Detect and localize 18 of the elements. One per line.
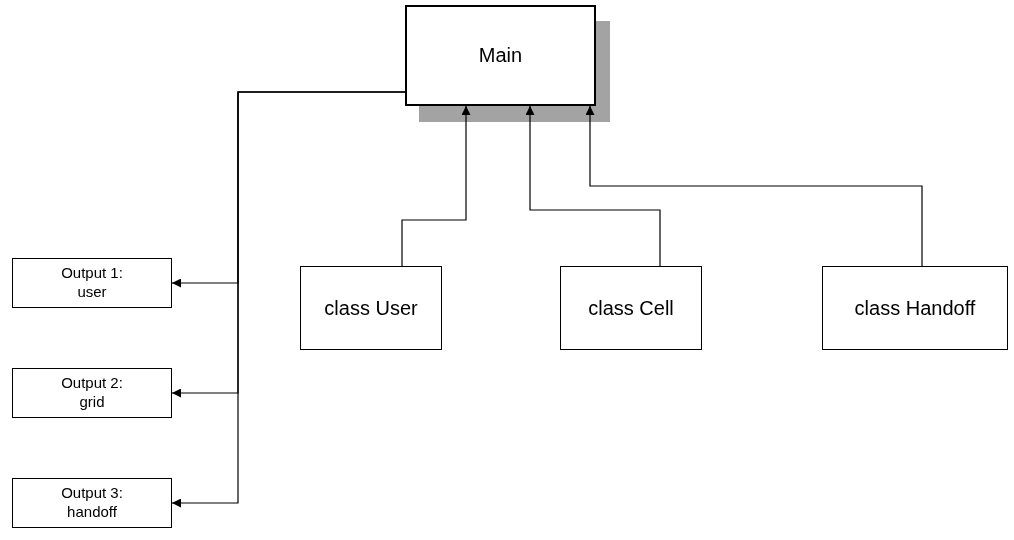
node-label: class Handoff bbox=[854, 295, 976, 321]
node-label: Output 3: handoff bbox=[60, 484, 124, 522]
process-box bbox=[560, 266, 702, 350]
arrow bbox=[525, 105, 661, 267]
process-box bbox=[405, 5, 596, 106]
arrow bbox=[171, 91, 406, 508]
process-box bbox=[822, 266, 1008, 350]
node-label: class User bbox=[324, 295, 418, 321]
process-box bbox=[300, 266, 442, 350]
arrow bbox=[585, 105, 923, 267]
node-label: Output 1: user bbox=[60, 264, 124, 302]
node-label: Main bbox=[478, 43, 523, 68]
process-box bbox=[12, 258, 172, 308]
process-box bbox=[12, 478, 172, 528]
node-label: class Cell bbox=[588, 295, 674, 321]
node-label: Output 2: grid bbox=[60, 374, 124, 412]
process-box bbox=[12, 368, 172, 418]
arrow bbox=[401, 105, 471, 267]
